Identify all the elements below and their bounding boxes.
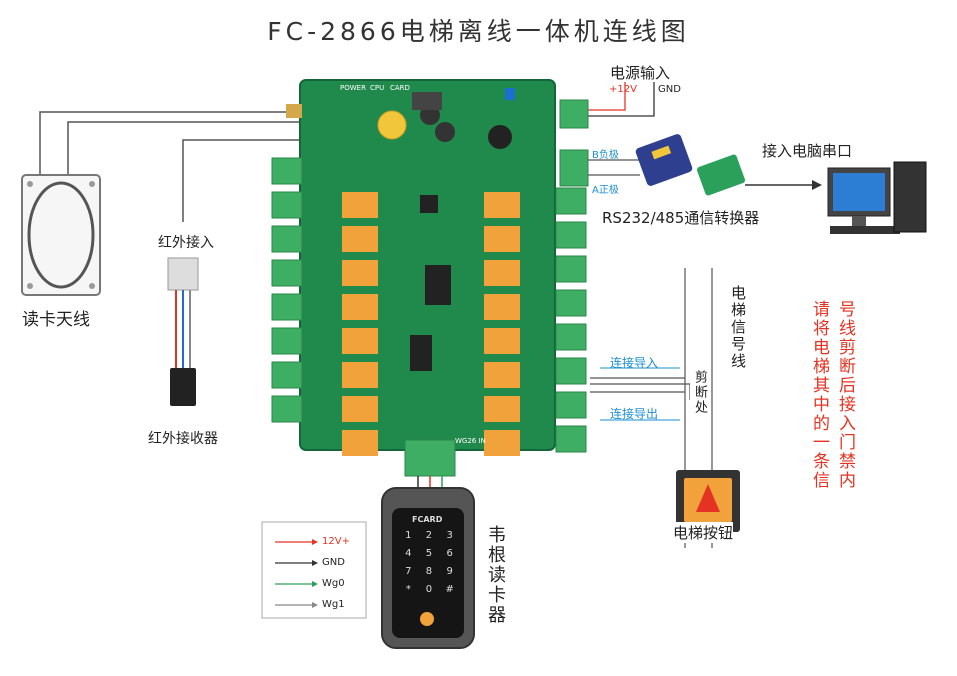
antenna-coil [27,181,95,289]
chip-2 [425,265,451,305]
connect-out-label: 连接导出 [610,407,659,421]
antenna-wire-1 [39,111,300,175]
ir-sensor-body [170,368,196,406]
elevator-button-label: 电梯按钮 [673,522,734,543]
ir-wire [182,139,300,222]
left-terminal-2 [271,191,303,219]
pc-label: 接入电脑串口 [762,142,853,160]
connect-in-label: 连接导入 [610,356,659,370]
left-terminal-1 [271,157,303,185]
keypad-key: 5 [425,548,433,559]
converter-device [635,134,746,196]
left-terminal-4 [271,259,303,287]
keypad-key: 1 [405,530,412,541]
right-terminal-2 [555,221,587,249]
legend-gnd: GND [322,557,345,568]
keypad-key: * [405,584,411,595]
keypad-key: 3 [446,530,453,541]
left-terminal-3 [271,225,303,253]
page-title: FC-2866电梯离线一体机连线图 [267,17,690,46]
rs485-b-label: B负极 [592,150,619,161]
legend-wg0: Wg0 [322,578,345,589]
left-relay-3 [342,260,378,286]
ir-connector [167,257,199,291]
left-terminal-8 [271,395,303,423]
left-relay-2 [342,226,378,252]
right-terminal-6 [555,357,587,385]
pc-computer [827,161,927,234]
right-relay-7 [484,396,520,422]
right-relay-3 [484,260,520,286]
left-relay-6 [342,362,378,388]
cut-point-label: 剪断处 [690,370,709,415]
keypad-key: 4 [405,548,412,559]
power-plus-label: +12V [609,84,637,95]
keypad-key: 6 [446,548,453,559]
right-relay-1 [484,192,520,218]
right-relay-8 [484,430,520,456]
right-relay-4 [484,294,520,320]
elevator-signal-label: 电梯信号线 [729,285,747,370]
chip-3 [410,335,432,371]
antenna-connector [286,104,302,118]
left-terminal-7 [271,361,303,389]
right-relay-5 [484,328,520,354]
buzzer [488,125,512,149]
left-relay-4 [342,294,378,320]
right-terminal-8 [555,425,587,453]
wiegand-label: 韦根读卡器 [485,525,506,625]
fingerprint-icon [420,612,434,626]
right-relay-2 [484,226,520,252]
keypad-key: # [445,584,454,595]
left-relay-8 [342,430,378,456]
left-relay-5 [342,328,378,354]
ir-receiver-label: 红外接收器 [148,431,218,447]
keypad-key: 8 [425,566,433,577]
right-terminal-7 [555,391,587,419]
converter-label: RS232/485通信转换器 [602,209,760,227]
power-gnd-label: GND [658,84,681,95]
board-label-card: CARD [390,84,410,92]
right-terminal-1 [555,187,587,215]
note-col-2: 号线剪断后接入门禁内 [835,300,855,490]
keypad-key: 9 [446,566,453,577]
cpu-chip [420,195,438,213]
legend-wg1: Wg1 [322,599,345,610]
antenna-frame [21,174,101,296]
right-relay-6 [484,362,520,388]
keypad-key: 2 [425,530,433,541]
rs485-terminal [559,149,589,187]
antenna-wire-2 [67,121,300,175]
keypad-key: 7 [405,566,412,577]
reader-brand: FCARD [412,515,443,524]
reader-keypad: 1 2 3 4 5 6 7 8 9 * 0 # [398,530,460,595]
legend-12v: 12V+ [322,536,350,547]
rs485-a-label: A正极 [592,185,619,196]
keypad-key: 0 [425,584,433,595]
left-terminal-5 [271,293,303,321]
left-terminal-6 [271,327,303,355]
board-label-power: POWER [340,84,366,92]
battery [377,110,407,140]
ir-in-label: 红外接入 [158,235,214,251]
board-label-cpu: CPU [370,84,385,92]
legend-box [261,521,367,619]
right-terminal-4 [555,289,587,317]
pc-arrow-head [812,180,822,190]
left-relay-7 [342,396,378,422]
power-terminal [559,99,589,129]
power-gnd-wire [588,82,655,117]
power-plus-wire [588,82,626,111]
board-label-wg: WG26 IN [455,437,486,445]
left-relay-1 [342,192,378,218]
right-terminal-5 [555,323,587,351]
power-input-label: 电源输入 [610,64,671,82]
antenna-label: 读卡天线 [22,310,90,330]
wiegand-terminal [404,439,456,477]
note-col-1: 请将电梯其中的一条信 [809,300,829,490]
right-terminal-3 [555,255,587,283]
